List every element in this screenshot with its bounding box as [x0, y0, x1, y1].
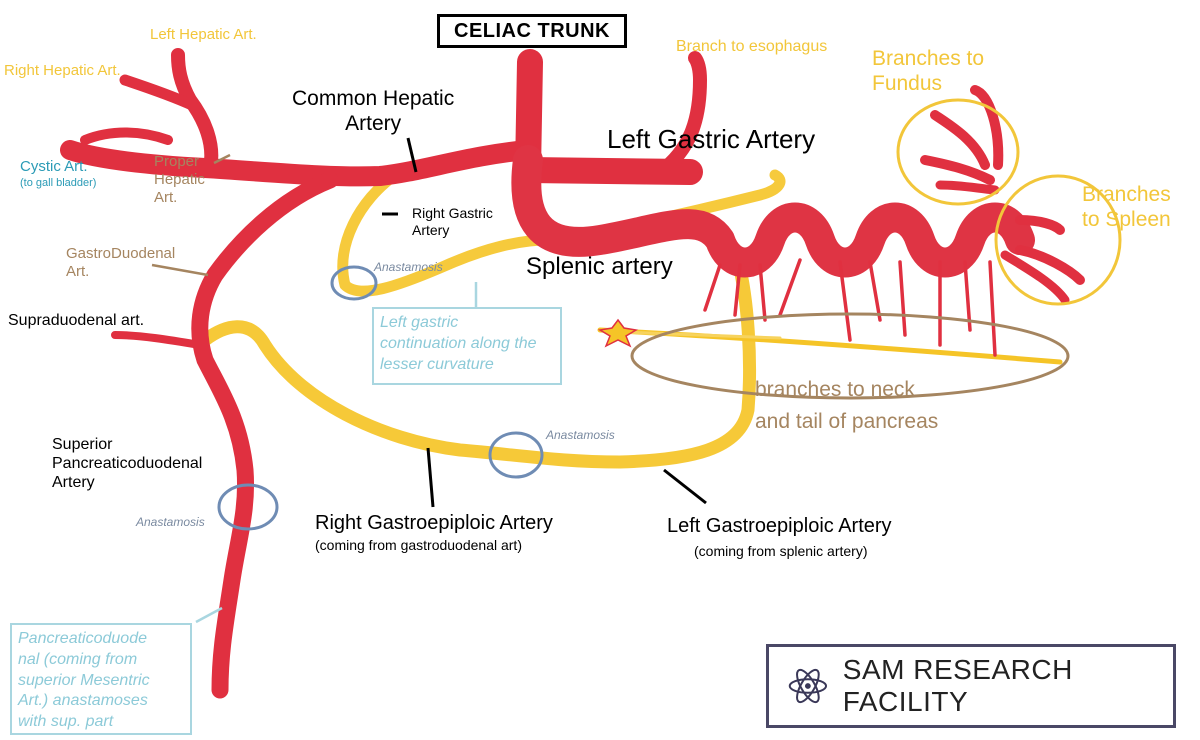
anastomosis-middle-label: Anastamosis — [546, 428, 615, 442]
cystic-label: Cystic Art. — [20, 158, 88, 175]
brand-name: SAM RESEARCH FACILITY — [842, 654, 1073, 717]
anastomosis-ring-upper — [330, 265, 378, 301]
cystic-sub-label: (to gall bladder) — [20, 177, 97, 189]
anastomosis-lower-label: Anastamosis — [136, 515, 205, 529]
celiac-trunk-title: CELIAC TRUNK — [437, 14, 627, 48]
pancreaticoduodenal-note: Pancreaticoduode nal (coming from superi… — [10, 623, 192, 735]
lesser-curvature-note: Left gastric continuation along the less… — [372, 307, 562, 385]
pancreas-star-icon — [597, 318, 639, 348]
gastroduodenal-artery-vessel — [191, 171, 339, 699]
spleen-branch-vessel — [1015, 215, 1065, 235]
left-hepatic-label: Left Hepatic Art. — [150, 26, 257, 43]
right-hepatic-label: Right Hepatic Art. — [4, 62, 121, 79]
common-hepatic-artery-vessel — [60, 140, 538, 187]
branches-fundus-label: Branches to Fundus — [872, 47, 985, 96]
sup-pancreaticoduodenal-label: Superior Pancreaticoduodenal Artery — [52, 436, 203, 492]
left-gastric-upper-vessel — [653, 51, 707, 179]
brand-box: SAM RESEARCH FACILITY — [766, 644, 1176, 728]
pancreas-ellipse — [630, 312, 1070, 400]
branches-spleen-label: Branches to Spleen — [1082, 183, 1171, 232]
cystic-artery-vessel — [80, 127, 173, 145]
anastomosis-ring-lower — [217, 483, 279, 531]
anastomosis-upper-label: Anastamosis — [374, 260, 443, 274]
splenic-label: Splenic artery — [526, 253, 673, 280]
pancreas-branches-label: branches to neck and tail of pancreas — [755, 378, 939, 433]
proper-hepatic-label: Proper Hepatic Art. — [154, 153, 205, 206]
right-gastroepiploic-sub-label: (coming from gastroduodenal art) — [315, 537, 522, 553]
fundus-circle — [896, 98, 1020, 206]
branch-esophagus-label: Branch to esophagus — [676, 38, 828, 55]
left-gastroepiploic-label: Left Gastroepiploic Artery — [667, 515, 892, 537]
right-hepatic-artery-vessel — [119, 74, 198, 111]
left-gastroepiploic-sub-label: (coming from splenic artery) — [694, 543, 868, 559]
gastroduodenal-label: GastroDuodenal Art. — [66, 245, 176, 280]
supraduodenal-artery-vessel — [111, 331, 204, 349]
right-gastroepiploic-label: Right Gastroepiploic Artery — [315, 512, 553, 534]
anastomosis-ring-middle — [488, 431, 544, 479]
right-gastric-label: Right Gastric Artery — [412, 205, 493, 238]
splenic-artery-vessel — [511, 145, 1035, 278]
proper-hepatic-artery-vessel — [171, 48, 219, 175]
atom-icon — [788, 668, 828, 704]
common-hepatic-label: Common Hepatic Artery — [292, 87, 455, 136]
spleen-circle — [994, 174, 1122, 306]
fundus-branch-vessel — [970, 85, 1004, 170]
left-gastric-label: Left Gastric Artery — [607, 124, 816, 154]
supraduodenal-label: Supraduodenal art. — [8, 312, 145, 329]
